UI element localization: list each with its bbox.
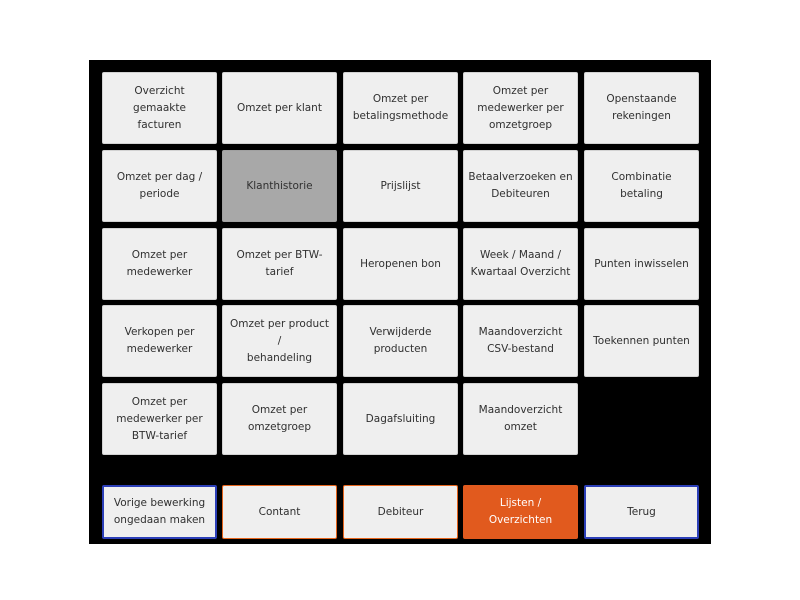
menu-tile[interactable]: Omzet per dag / periode	[102, 150, 217, 222]
menu-tile-label: Omzet per product / behandeling	[229, 317, 330, 364]
menu-tile-label: Openstaande rekeningen	[606, 93, 677, 122]
menu-tile[interactable]: Omzet per medewerker per omzetgroep	[463, 72, 578, 144]
back-button-label: Terug	[627, 505, 656, 518]
menu-tile-label: Punten inwisselen	[594, 257, 689, 270]
lists-overviews-button-label: Lijsten / Overzichten	[488, 497, 553, 526]
undo-button-label: Vorige bewerking ongedaan maken	[113, 497, 206, 526]
menu-tile-label: Omzet per BTW- tarief	[236, 249, 323, 278]
menu-tile[interactable]: Dagafsluiting	[343, 383, 458, 455]
undo-button[interactable]: Vorige bewerking ongedaan maken	[102, 485, 217, 539]
menu-tile[interactable]: Heropenen bon	[343, 228, 458, 300]
menu-tile[interactable]: Omzet per betalingsmethode	[343, 72, 458, 144]
menu-tile-label: Omzet per medewerker per BTW-tarief	[116, 395, 203, 442]
menu-tile-label: Verkopen per medewerker	[124, 326, 195, 355]
menu-tile[interactable]: Maandoverzicht omzet	[463, 383, 578, 455]
menu-tile-label: Omzet per klant	[237, 101, 322, 114]
menu-tile-label: Omzet per omzetgroep	[247, 404, 312, 433]
cash-button-label: Contant	[258, 505, 301, 518]
menu-tile-label: Omzet per dag / periode	[116, 171, 203, 200]
menu-tile[interactable]: Combinatie betaling	[584, 150, 699, 222]
menu-tile-label: Betaalverzoeken en Debiteuren	[468, 171, 573, 200]
cash-button[interactable]: Contant	[222, 485, 337, 539]
menu-tile-label: Week / Maand / Kwartaal Overzicht	[470, 249, 571, 278]
menu-tile-label: Maandoverzicht CSV-bestand	[478, 326, 563, 355]
menu-tile[interactable]: Maandoverzicht CSV-bestand	[463, 305, 578, 377]
menu-tile[interactable]: Verkopen per medewerker	[102, 305, 217, 377]
back-button[interactable]: Terug	[584, 485, 699, 539]
menu-tile-label: Dagafsluiting	[365, 412, 436, 425]
menu-tile[interactable]: Verwijderde producten	[343, 305, 458, 377]
menu-tile[interactable]: Punten inwisselen	[584, 228, 699, 300]
menu-tile-label: Omzet per medewerker per omzetgroep	[477, 84, 564, 131]
menu-tile[interactable]: Week / Maand / Kwartaal Overzicht	[463, 228, 578, 300]
reports-panel: Overzicht gemaakte facturen Omzet per kl…	[89, 60, 711, 544]
lists-overviews-button[interactable]: Lijsten / Overzichten	[463, 485, 578, 539]
menu-tile[interactable]: Omzet per BTW- tarief	[222, 228, 337, 300]
menu-tile-label: Verwijderde producten	[369, 326, 432, 355]
debtor-button[interactable]: Debiteur	[343, 485, 458, 539]
menu-tile-label: Klanthistorie	[246, 179, 313, 192]
menu-tile-label: Combinatie betaling	[611, 171, 672, 200]
menu-tile[interactable]: Overzicht gemaakte facturen	[102, 72, 217, 144]
menu-tile-label: Maandoverzicht omzet	[478, 404, 563, 433]
menu-tile[interactable]: Omzet per klant	[222, 72, 337, 144]
menu-tile[interactable]: Betaalverzoeken en Debiteuren	[463, 150, 578, 222]
menu-tile-label: Omzet per medewerker	[126, 249, 193, 278]
menu-tile-selected[interactable]: Klanthistorie	[222, 150, 337, 222]
menu-tile-label: Toekennen punten	[593, 334, 690, 347]
menu-tile[interactable]: Omzet per omzetgroep	[222, 383, 337, 455]
menu-tile-label: Heropenen bon	[360, 257, 441, 270]
menu-tile[interactable]: Openstaande rekeningen	[584, 72, 699, 144]
menu-tile[interactable]: Omzet per product / behandeling	[222, 305, 337, 377]
menu-tile-label: Prijslijst	[380, 179, 421, 192]
debtor-button-label: Debiteur	[377, 505, 424, 518]
menu-tile[interactable]: Toekennen punten	[584, 305, 699, 377]
menu-tile[interactable]: Omzet per medewerker	[102, 228, 217, 300]
menu-tile[interactable]: Prijslijst	[343, 150, 458, 222]
menu-tile-label: Omzet per betalingsmethode	[352, 93, 449, 122]
menu-tile[interactable]: Omzet per medewerker per BTW-tarief	[102, 383, 217, 455]
menu-tile-label: Overzicht gemaakte facturen	[133, 84, 186, 131]
